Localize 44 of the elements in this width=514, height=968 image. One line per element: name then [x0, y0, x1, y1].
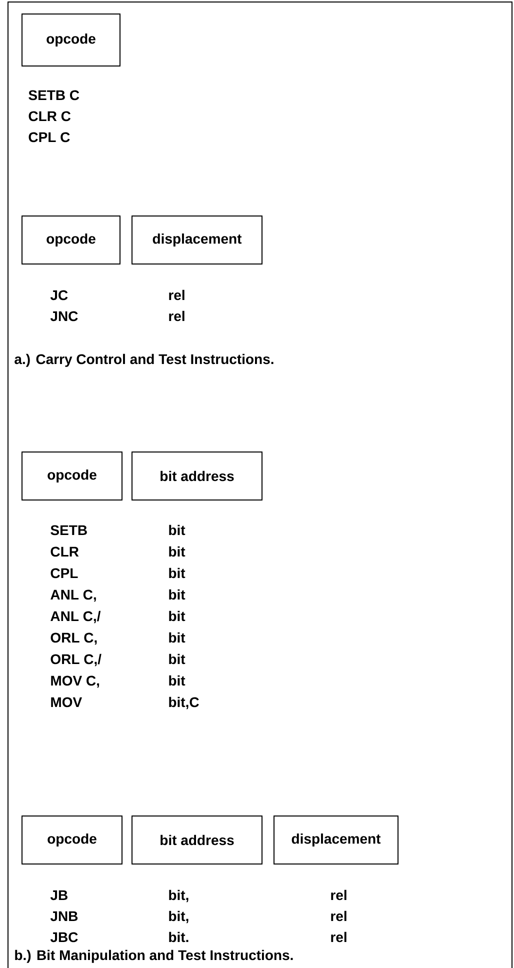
caption: a.) Carry Control and Test Instructions. [14, 354, 274, 367]
operand-text: bit [169, 524, 186, 536]
instruction-text: JNB [50, 911, 78, 922]
field-box: opcode [22, 452, 122, 500]
instruction-text: ANL C,/ [50, 610, 101, 624]
operand-text: rel [331, 910, 346, 922]
caption: b.) Bit Manipulation and Test Instructions. [15, 950, 293, 963]
instruction-text: ANL C, [50, 590, 96, 602]
instruction-text: ORL C,/ [50, 654, 102, 666]
instruction-text: CPL [50, 568, 78, 578]
instruction-text: JB [50, 890, 68, 900]
instruction-text: JNC [50, 311, 78, 322]
operand-text: bit [169, 675, 186, 686]
field-box: displacement [274, 816, 398, 864]
operand-text: rel [331, 932, 346, 942]
operand-text: rel [169, 310, 184, 322]
field-box: opcode [22, 816, 122, 864]
instruction-text: CLR C [28, 111, 71, 122]
operand-text: rel [331, 890, 346, 900]
operand-text: bit,C [169, 696, 199, 710]
instruction-text: CPL C [28, 132, 70, 142]
operand-text: bit, [169, 890, 188, 902]
instruction-text: JBC [50, 932, 78, 942]
field-box: bit address [132, 452, 262, 500]
field-box: opcode [22, 14, 120, 66]
field-box: opcode [22, 216, 120, 264]
instruction-text: MOV [51, 697, 82, 708]
instruction-text: SETB [50, 525, 87, 536]
operand-text: bit [169, 610, 186, 622]
instruction-text: SETB C [28, 90, 80, 100]
operand-text: bit [169, 654, 186, 664]
instruction-text: CLR [50, 546, 79, 557]
instruction-text: JC [50, 290, 68, 300]
operand-text: rel [169, 290, 184, 300]
operand-text: bit [169, 589, 186, 600]
operand-text: bit [169, 546, 186, 557]
field-box: displacement [132, 216, 262, 264]
instruction-text: MOV C, [51, 676, 100, 688]
operand-text: bit, [169, 910, 188, 924]
operand-text: bit. [169, 932, 188, 942]
operand-text: bit [169, 632, 186, 643]
instruction-text: ORL C, [50, 632, 97, 645]
field-box: bit address [132, 816, 262, 864]
operand-text: bit [169, 568, 186, 578]
